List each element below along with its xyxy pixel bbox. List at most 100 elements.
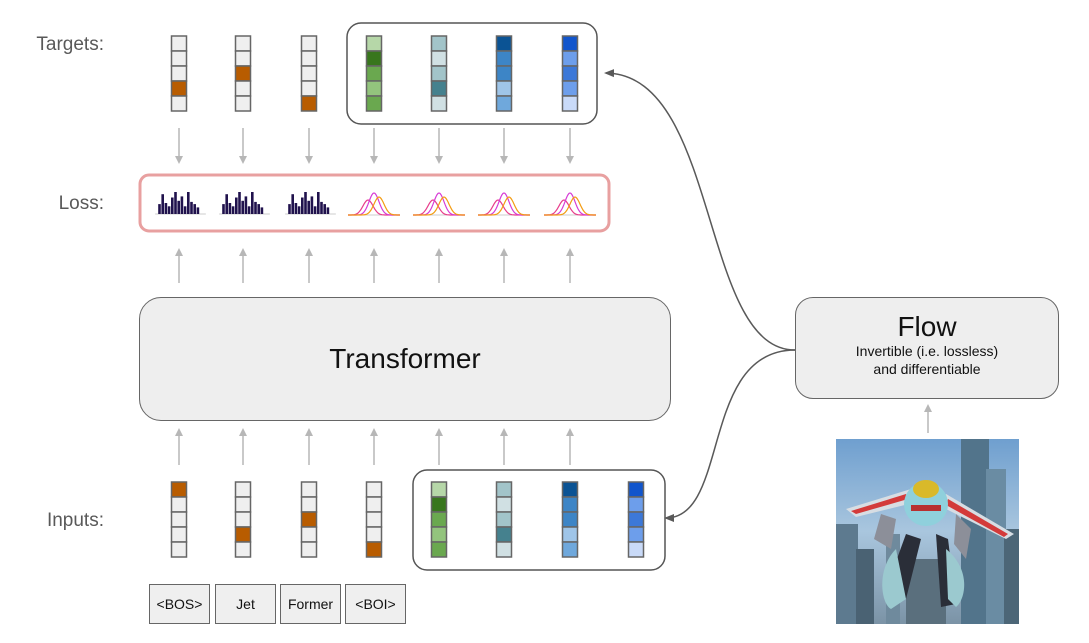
histogram-bar <box>297 206 301 214</box>
token-cell <box>561 511 579 528</box>
token-cell <box>234 481 252 498</box>
transformer-block: Transformer <box>139 297 671 421</box>
token-cell <box>170 50 188 67</box>
histogram-bar <box>320 201 323 214</box>
token-cell <box>234 95 252 112</box>
token-cell <box>627 481 645 498</box>
token-cell <box>430 481 448 498</box>
targets-row <box>170 22 598 125</box>
target-text-token <box>234 35 252 112</box>
histogram-bar <box>190 201 193 214</box>
token-cell <box>300 65 318 82</box>
token-cell <box>365 50 383 67</box>
targets-image-group-box <box>346 22 598 125</box>
histogram-bar <box>304 192 307 214</box>
token-cell <box>170 496 188 513</box>
token-cell <box>365 511 383 528</box>
token-former: Former <box>280 584 341 624</box>
histogram-bar <box>196 207 200 214</box>
token-cell <box>495 50 513 67</box>
histogram-bar <box>257 204 260 214</box>
token-cell <box>300 95 318 112</box>
histogram-bar <box>301 197 304 214</box>
token-cell <box>234 80 252 97</box>
histogram-bar <box>294 203 298 214</box>
token-cell <box>430 35 448 52</box>
gaussian-curve <box>413 199 465 216</box>
histogram-bar <box>228 203 232 214</box>
gaussian-distribution-icon <box>413 192 465 216</box>
gaussian-distribution-icon <box>478 192 530 216</box>
loss-row <box>138 173 611 233</box>
flow-arrows <box>175 128 574 465</box>
histogram-bar <box>288 204 291 214</box>
categorical-distribution-icon <box>285 192 336 215</box>
token-cell <box>234 65 252 82</box>
token-cell <box>365 496 383 513</box>
input-image-token <box>495 481 513 558</box>
loss-label: Loss: <box>58 193 104 214</box>
histogram-bar <box>323 204 326 214</box>
histogram-bar <box>235 197 238 214</box>
token-cell <box>170 80 188 97</box>
input-text-token <box>300 481 318 558</box>
inputs-label: Inputs: <box>46 510 104 531</box>
flow-title: Flow <box>897 311 957 342</box>
target-image-token <box>561 35 579 112</box>
token-cell <box>561 481 579 498</box>
flow-subtitle-2: and differentiable <box>873 361 981 377</box>
histogram-bar <box>326 207 330 214</box>
flow-block: Flow Invertible (i.e. lossless) and diff… <box>795 297 1059 399</box>
token-cell <box>300 35 318 52</box>
token-cell <box>300 541 318 558</box>
target-image-token <box>430 35 448 112</box>
histogram-bar <box>310 196 314 214</box>
token-cell <box>561 541 579 558</box>
token-cell <box>170 541 188 558</box>
token-cell <box>430 65 448 82</box>
histogram-bar <box>183 206 187 214</box>
categorical-distribution-icon <box>155 192 206 215</box>
token-cell <box>365 35 383 52</box>
histogram-bar <box>231 206 235 214</box>
input-text-token <box>170 481 188 558</box>
token-cell <box>170 481 188 498</box>
histogram-bar <box>291 194 294 214</box>
token-cell <box>495 496 513 513</box>
token-cell <box>430 541 448 558</box>
token-cell <box>430 511 448 528</box>
token-cell <box>495 481 513 498</box>
token-cell <box>234 541 252 558</box>
token-cell <box>627 496 645 513</box>
transformer-title: Transformer <box>329 343 481 374</box>
histogram-bar <box>317 192 320 214</box>
token-cell <box>561 80 579 97</box>
token-cell <box>627 526 645 543</box>
gaussian-curve <box>478 199 530 216</box>
loss-box <box>138 173 611 233</box>
histogram-bar <box>254 201 257 214</box>
histogram-bar <box>241 200 244 214</box>
inputs-image-group-box <box>412 469 666 571</box>
histogram-bar <box>193 204 196 214</box>
token-cell <box>234 50 252 67</box>
token-jet: Jet <box>215 584 276 624</box>
gaussian-distribution-icon <box>348 192 400 216</box>
token-cell <box>365 65 383 82</box>
token-cell <box>300 496 318 513</box>
token-boi: <BOI> <box>345 584 406 624</box>
token-cell <box>495 95 513 112</box>
token-cell <box>170 511 188 528</box>
histogram-bar <box>161 194 164 214</box>
target-image-token <box>495 35 513 112</box>
input-image-token <box>430 481 448 558</box>
token-cell <box>300 481 318 498</box>
token-cell <box>430 526 448 543</box>
inputs-row <box>170 469 666 571</box>
histogram-bar <box>313 206 317 214</box>
token-cell <box>300 511 318 528</box>
token-cell <box>234 35 252 52</box>
target-text-token <box>170 35 188 112</box>
token-cell <box>495 541 513 558</box>
target-text-token <box>300 35 318 112</box>
